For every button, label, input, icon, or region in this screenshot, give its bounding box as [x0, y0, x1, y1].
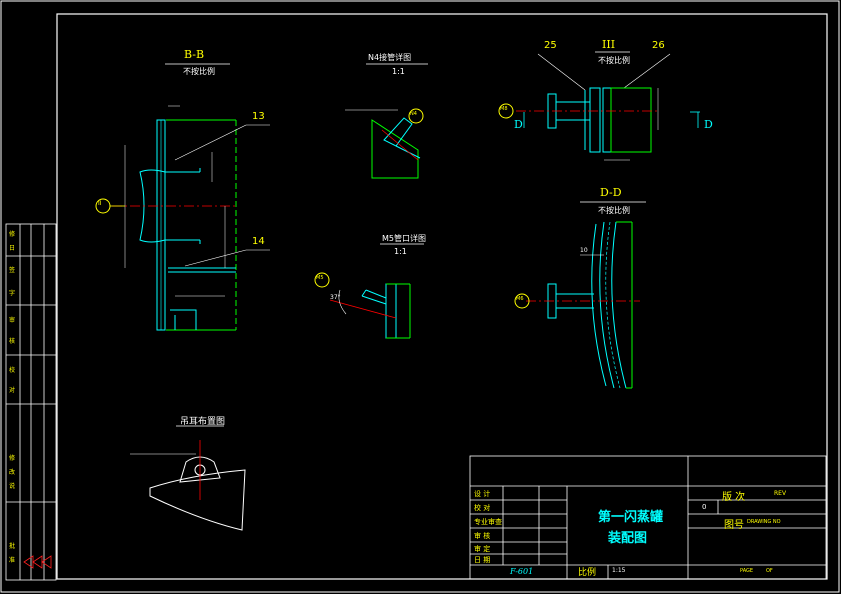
section-bb-title: B-B [184, 48, 205, 61]
title-block-row-labels: 设 计 校 对 专业审查 审 核 审 定 日 期 [474, 489, 502, 564]
section-bb-scale: 不按比例 [183, 67, 215, 76]
revision-strip-triangles [23, 555, 52, 569]
detail-n4-scale: 1:1 [392, 67, 405, 76]
detail-iii [498, 51, 700, 161]
svg-text:对: 对 [9, 386, 15, 394]
view-arrow-left: D [514, 118, 523, 131]
svg-text:改: 改 [9, 468, 15, 476]
revision-label: 版 次 [722, 492, 746, 503]
lug-layout [130, 425, 246, 531]
svg-text:校 对: 校 对 [474, 503, 490, 512]
revision-value: 0 [702, 503, 707, 511]
section-bb [95, 63, 270, 331]
svg-text:字: 字 [9, 289, 15, 297]
scale-label: 比例 [578, 568, 597, 578]
marker-m6: M6 [516, 296, 524, 302]
title-block [469, 455, 827, 580]
section-dd [514, 201, 646, 389]
marker-n4: N4 [410, 111, 417, 117]
drawing-no-label-en: DRAWING NO [747, 519, 781, 525]
svg-text:签: 签 [9, 266, 15, 274]
detail-m5-scale: 1:1 [394, 247, 407, 256]
svg-text:日: 日 [9, 245, 15, 252]
callout-14: 14 [252, 236, 265, 247]
callout-25: 25 [544, 40, 557, 51]
page-label: PAGE [740, 568, 754, 574]
view-arrow-right: D [704, 118, 713, 131]
svg-text:准: 准 [9, 556, 15, 564]
svg-text:校: 校 [9, 366, 15, 374]
detail-n4 [345, 63, 428, 179]
callout-13: 13 [252, 111, 265, 122]
detail-m5-title: M5管口详图 [382, 234, 426, 243]
section-dd-scale: 不按比例 [598, 206, 630, 215]
revision-strip-marks: 修日 签字 审核 校对 修改说 批准 [9, 230, 15, 564]
lug-layout-title: 吊耳布置图 [180, 417, 226, 427]
svg-text:审: 审 [9, 316, 15, 324]
marker-m5: M5 [316, 275, 324, 281]
detail-n4-title: N4接管详图 [368, 53, 412, 62]
scale-value: 1:15 [612, 567, 626, 574]
inner-frame [56, 13, 828, 580]
of-label: OF [766, 568, 773, 574]
dim-10: 10 [580, 247, 588, 254]
svg-text:修: 修 [9, 454, 15, 462]
svg-text:核: 核 [9, 337, 15, 345]
drawing-name-line2: 装配图 [608, 531, 648, 546]
revision-label-en: REV [774, 490, 787, 497]
svg-text:修: 修 [9, 230, 15, 238]
svg-text:设 计: 设 计 [474, 489, 490, 498]
revision-strip [5, 223, 57, 581]
section-dd-title: D-D [600, 186, 622, 199]
detail-m5 [314, 243, 424, 339]
drawing-no-label: 图号 [724, 520, 744, 531]
marker-ii: II [98, 200, 102, 207]
svg-text:专业审查: 专业审查 [474, 517, 502, 526]
drawing-name-line1: 第一闪蒸罐 [598, 510, 664, 525]
detail-iii-title: III [602, 38, 616, 51]
svg-text:审 定: 审 定 [474, 544, 490, 553]
marker-m8: M8 [500, 106, 508, 112]
svg-text:批: 批 [9, 542, 15, 550]
sheet-code: F-601 [510, 567, 534, 576]
svg-text:说: 说 [9, 482, 15, 490]
svg-text:日 期: 日 期 [474, 556, 490, 564]
angle-label: 37° [330, 294, 341, 301]
callout-26: 26 [652, 40, 665, 51]
detail-iii-scale: 不按比例 [598, 56, 630, 65]
svg-text:审 核: 审 核 [474, 531, 490, 540]
